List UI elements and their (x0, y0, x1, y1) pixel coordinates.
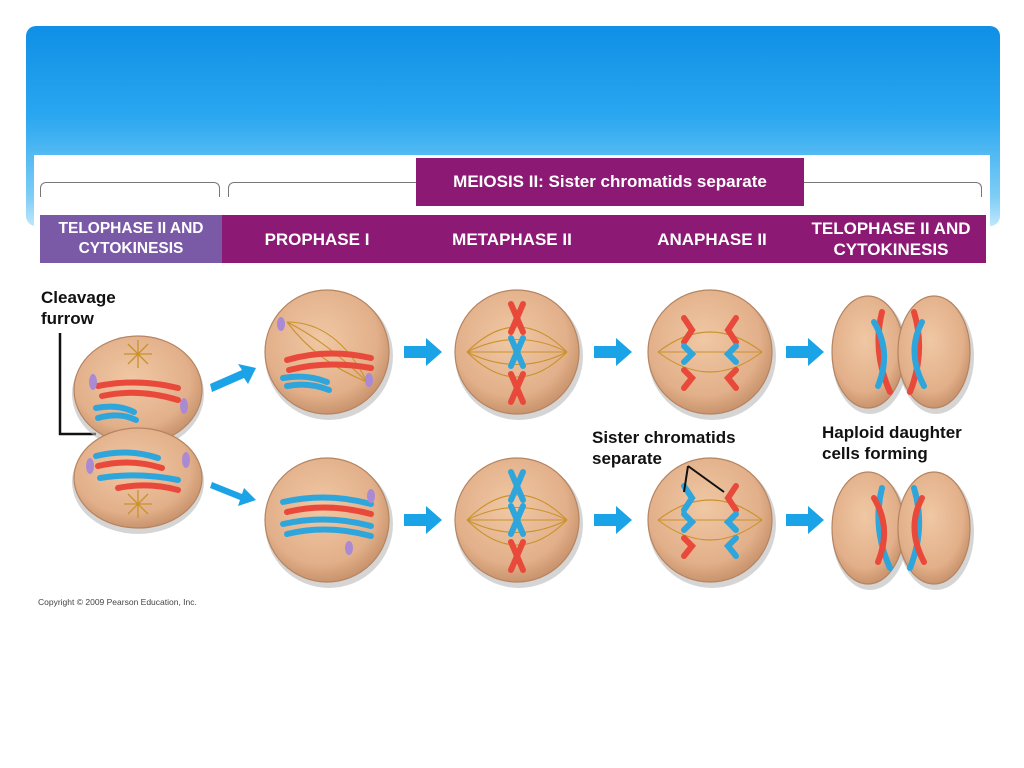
stage-anaphase-ii-label: ANAPHASE II (657, 229, 767, 249)
telophase-i-cell-lower (72, 427, 204, 534)
arrow-4-bottom (786, 506, 824, 534)
prophase-ii-cell-bottom (264, 457, 393, 588)
arrow-2-bottom (404, 506, 442, 534)
metaphase-ii-cell-top (454, 289, 583, 420)
bracket-meiosis-i (40, 182, 220, 197)
sister-chromatids-pointer (683, 465, 725, 493)
telophase-ii-cells-bottom (831, 471, 974, 590)
haploid-cells-label: Haploid daughter cells forming (822, 423, 962, 463)
metaphase-ii-cell-bottom (454, 457, 583, 588)
stage-telophase-i: TELOPHASE II AND CYTOKINESIS (40, 215, 222, 263)
stage-telophase-i-label: TELOPHASE II AND CYTOKINESIS (58, 220, 204, 257)
centrosome-bottom (124, 490, 152, 518)
telophase-i-cell (72, 335, 204, 450)
centrosome-top (124, 340, 152, 368)
chromosomes-top (93, 379, 181, 423)
meiosis-ii-title: MEIOSIS II: Sister chromatids separate (416, 158, 804, 206)
arrow-4-top (786, 338, 824, 366)
anaphase-ii-cell-bottom (647, 457, 776, 588)
stage-strip-meiosis-ii: PROPHASE I METAPHASE II ANAPHASE II TELO… (222, 215, 986, 263)
cleavage-furrow-label: Cleavage furrow (41, 288, 116, 328)
arrow-1-top (210, 364, 256, 392)
arrow-3-top (594, 338, 632, 366)
arrow-3-bottom (594, 506, 632, 534)
stage-prophase-ii-label: PROPHASE I (264, 229, 370, 249)
anaphase-ii-cell-top (647, 289, 776, 420)
prophase-ii-cell-top (264, 289, 393, 420)
stage-telophase-ii-label: TELOPHASE II AND CYTOKINESIS (811, 219, 971, 259)
stage-metaphase-ii-label: METAPHASE II (452, 229, 572, 249)
arrow-1-bottom (210, 482, 256, 506)
copyright-text: Copyright © 2009 Pearson Education, Inc. (38, 597, 197, 607)
cleavage-furrow-pointer (58, 333, 96, 436)
arrow-2-top (404, 338, 442, 366)
telophase-ii-cells-top (831, 295, 974, 414)
sister-chromatids-label: Sister chromatids separate (592, 428, 736, 468)
chromosomes-bottom (93, 449, 181, 493)
